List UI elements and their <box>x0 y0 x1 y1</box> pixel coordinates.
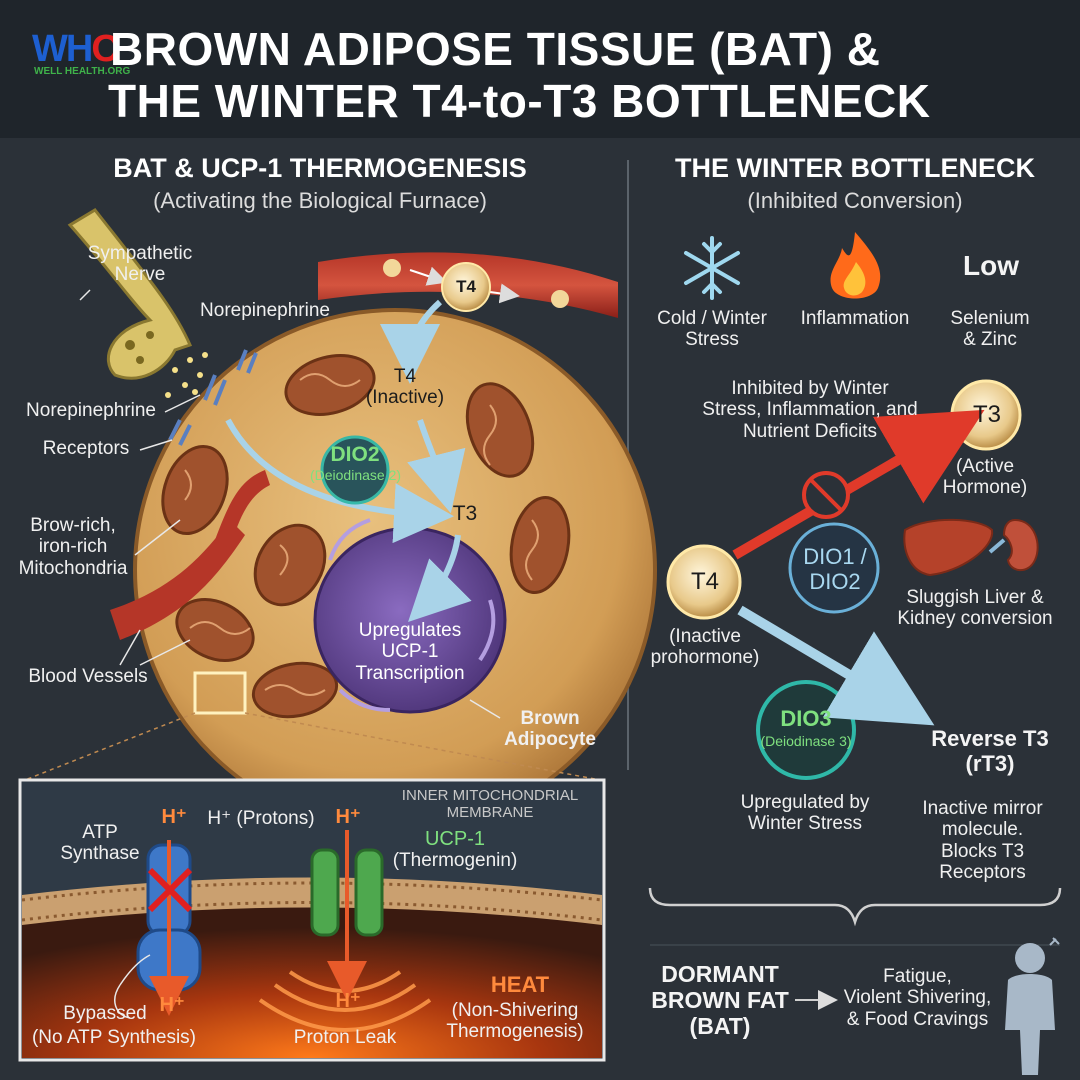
liver-kidney-label: Sluggish Liver & Kidney conversion <box>897 587 1053 630</box>
label-brown-adipocyte: Brown Adipocyte <box>504 708 596 751</box>
label-upregulates: Upregulates UCP-1 Transcription <box>355 620 465 684</box>
title-line-1: BROWN ADIPOSE TISSUE (BAT) & <box>110 23 881 75</box>
t4-orb-label: T4 <box>690 568 719 595</box>
label-norepinephrine: Norepinephrine <box>200 300 330 321</box>
header-bar <box>0 0 1080 138</box>
dio3-sub-label: (Deiodinase 3) <box>760 733 852 749</box>
label-bypassed: Bypassed <box>63 1003 147 1024</box>
factor-inflammation-label: Inflammation <box>800 308 910 329</box>
molecule-dot <box>551 290 569 308</box>
label-blood-vessels: Blood Vessels <box>28 666 148 687</box>
shivering-person-icon <box>1005 943 1055 1075</box>
logo-tagline: WELL HEALTH.ORG <box>34 66 131 77</box>
label-non-shivering: (Non-Shivering Thermogenesis) <box>446 1000 584 1043</box>
summary-brace <box>648 887 1062 927</box>
label-bypassed-h: H⁺ <box>159 994 185 1016</box>
norepinephrine-dots <box>165 352 208 398</box>
t4-vessel-orb <box>441 262 491 312</box>
norepinephrine-receptors <box>168 349 258 446</box>
label-heat: HEAT <box>490 972 550 997</box>
label-mitochondria: Brow-rich, iron-rich Mitochondria <box>18 515 128 579</box>
t4-inactive-label: (Inactive prohormone) <box>650 626 760 669</box>
t4-orb <box>666 544 742 620</box>
factor-selenium-label: Selenium & Zinc <box>950 308 1030 351</box>
label-dio2-sub: (Deiodinase 2) <box>309 467 402 483</box>
ucp1-channel <box>310 830 384 1001</box>
label-ucp1: UCP-1 <box>424 828 485 850</box>
t4-to-rt3-arrow <box>737 605 935 726</box>
label-t4-inactive: T4 (Inactive) <box>365 366 445 409</box>
label-h-plus-2: H⁺ <box>335 806 361 828</box>
label-thermogenin: (Thermogenin) <box>392 850 518 871</box>
t3-active-label: (Active Hormone) <box>942 456 1028 499</box>
snowflake-icon <box>684 236 740 300</box>
logo: WHO <box>32 28 121 71</box>
rt3-description: Inactive mirror molecule. Blocks T3 Rece… <box>922 798 1043 883</box>
kidney-icon <box>988 518 1039 572</box>
dio3-label: DIO3 <box>780 706 832 731</box>
label-receptors-line-2: Receptors <box>42 438 130 459</box>
label-t3: T3 <box>452 502 478 525</box>
dormant-bat-label: DORMANT BROWN FAT (BAT) <box>651 961 789 1039</box>
low-text: Low <box>963 250 1019 281</box>
liver-icon <box>903 518 994 577</box>
flame-icon <box>830 232 881 299</box>
label-membrane: INNER MITOCHONDRIAL MEMBRANE <box>401 787 579 821</box>
label-t4-vessel: T4 <box>456 277 476 296</box>
inhibited-text: Inhibited by Winter Stress, Inflammation… <box>702 378 918 442</box>
dio1-label: DIO1 / DIO2 <box>803 544 867 594</box>
label-h-plus-1: H⁺ <box>161 806 187 828</box>
label-h-plus-bottom: H⁺ <box>335 990 361 1012</box>
label-dio2: DIO2 <box>330 443 380 466</box>
logo-letter-o: O <box>91 28 121 70</box>
t3-orb-label: T3 <box>972 401 1001 428</box>
left-heading: BAT & UCP-1 THERMOGENESIS <box>113 153 527 183</box>
dio1-orb <box>788 522 880 614</box>
factor-cold-label: Cold / Winter Stress <box>657 308 767 351</box>
blood-vessel-branch <box>110 520 245 640</box>
label-sympathetic-nerve: Sympathetic Nerve <box>87 243 193 286</box>
label-h-plus-protons: H⁺ (Protons) <box>207 808 315 829</box>
logo-letters: WHO <box>32 28 121 70</box>
title-line-2: THE WINTER T4-to-T3 BOTTLENECK <box>108 75 931 127</box>
rt3-label: Reverse T3 (rT3) <box>931 726 1049 776</box>
label-receptors-line-1: Norepinephrine <box>26 400 156 421</box>
molecule-dot <box>383 259 401 277</box>
label-proton-leak: Proton Leak <box>293 1027 397 1048</box>
right-subheading: (Inhibited Conversion) <box>747 188 963 213</box>
zoom-box <box>193 671 247 715</box>
mitochondria-cristae <box>184 373 539 696</box>
atp-synthase <box>136 840 202 1016</box>
sympathetic-nerve <box>67 208 193 380</box>
dio3-upregulated-label: Upregulated by Winter Stress <box>740 792 870 835</box>
dio2-orb <box>320 435 390 505</box>
right-heading: THE WINTER BOTTLENECK <box>675 153 1035 183</box>
symptoms-label: Fatigue, Violent Shivering, & Food Cravi… <box>843 966 992 1030</box>
label-no-atp: (No ATP Synthesis) <box>31 1027 197 1048</box>
left-subheading: (Activating the Biological Furnace) <box>153 188 487 213</box>
label-atp-synthase: ATP Synthase <box>60 822 140 865</box>
